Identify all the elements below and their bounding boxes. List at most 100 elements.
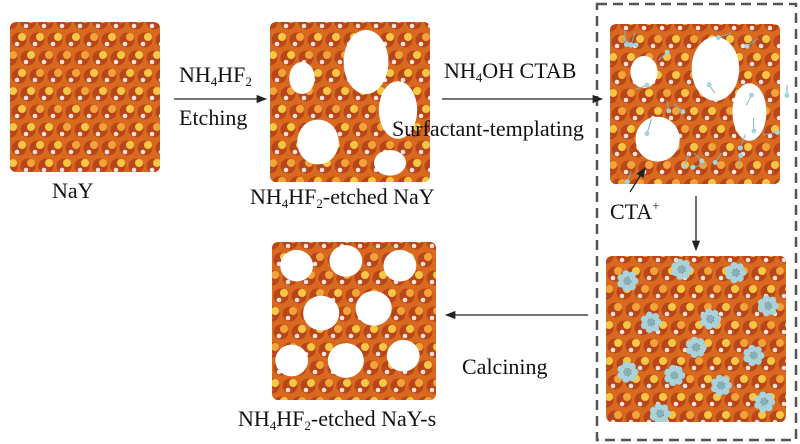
cage-node	[773, 34, 780, 50]
cta-molecule	[784, 92, 790, 98]
cage-node	[435, 360, 436, 376]
cage-node	[174, 177, 189, 192]
micelle	[754, 391, 776, 413]
mesopore	[374, 150, 406, 176]
label-part: NH	[179, 62, 211, 87]
cage-node	[435, 288, 436, 304]
mesopore	[635, 116, 680, 162]
cage-node	[10, 22, 18, 30]
nay-framework	[10, 22, 189, 192]
label-nay: NaY	[52, 178, 94, 203]
micelle	[617, 270, 639, 292]
calcining-label: Calcining	[462, 354, 548, 379]
cage-node	[156, 177, 171, 192]
cta-molecule	[774, 129, 780, 135]
etching-reagent: NH4HF2	[179, 62, 252, 89]
mesopore	[343, 30, 389, 94]
arrow-cta-pointer	[629, 167, 646, 193]
label-cta: CTA+	[610, 199, 660, 223]
cage-node	[138, 177, 153, 192]
cta-molecule	[624, 179, 630, 185]
cage-node	[12, 177, 27, 192]
cage-node	[434, 177, 449, 192]
cage-node	[174, 141, 189, 156]
cta-molecule	[623, 42, 629, 48]
cage-node	[424, 22, 430, 30]
cage-node	[606, 256, 614, 264]
cage-node	[454, 289, 469, 304]
etching-label: Etching	[179, 105, 248, 130]
label-sub: 4	[475, 70, 483, 85]
templating-reagent: NH4OH CTAB	[444, 58, 576, 85]
cta-molecule	[666, 108, 672, 114]
label-sub: 2	[304, 418, 311, 433]
cage-node	[788, 339, 800, 354]
cage-node	[165, 159, 180, 174]
label-part: -etched NaY	[322, 184, 435, 209]
cage-node	[435, 324, 436, 340]
cage-node	[454, 325, 469, 340]
cage-node	[773, 142, 780, 158]
label-part: CTA	[610, 199, 653, 224]
cage-node	[30, 177, 45, 192]
cage-node	[270, 22, 278, 30]
cage-node	[778, 256, 786, 264]
label-sub: 2	[316, 196, 323, 211]
cage-node	[454, 397, 469, 412]
cage-node	[445, 235, 460, 250]
label-part: NH	[444, 58, 476, 83]
cage-node	[102, 177, 117, 192]
label-sup: +	[652, 198, 660, 213]
dashed-frame	[595, 2, 798, 442]
cta-molecule	[712, 160, 718, 166]
cage-node	[424, 158, 430, 174]
label-sub: 2	[245, 74, 252, 89]
mesopore	[691, 36, 740, 101]
micelle	[640, 311, 662, 334]
cta-molecule	[748, 92, 754, 98]
mesopore	[355, 290, 392, 326]
cage-node	[272, 242, 280, 250]
cage-node	[788, 411, 800, 426]
label-sub: 4	[281, 196, 289, 211]
cage-node	[773, 70, 780, 86]
micelle	[757, 295, 779, 317]
cage-node	[610, 24, 618, 32]
cage-node	[155, 140, 160, 156]
label-part: NH	[238, 406, 270, 431]
cage-node	[454, 253, 469, 268]
cta-molecule	[744, 43, 750, 49]
micelle	[743, 344, 765, 367]
cage-node	[146, 22, 160, 30]
cage-node	[445, 343, 460, 358]
cage-node	[424, 50, 430, 66]
micelle	[685, 336, 707, 358]
cage-node	[155, 68, 160, 84]
etched-nay-framework	[270, 22, 449, 192]
cage-node	[788, 267, 800, 282]
micelle	[725, 261, 747, 284]
cta-molecule	[644, 131, 650, 137]
cage-node	[174, 33, 189, 48]
micelle	[700, 308, 722, 330]
mesopore	[732, 83, 767, 141]
cta-molecule	[690, 164, 696, 170]
mesopore	[297, 119, 339, 165]
cage-node	[435, 396, 436, 400]
label-part: HF	[288, 184, 317, 209]
label-part: -etched NaY-s	[310, 406, 437, 431]
cta-molecule	[664, 49, 670, 55]
cage-node	[155, 104, 160, 120]
cta-molecule	[699, 158, 705, 164]
mesopore	[378, 81, 418, 139]
mesopore	[280, 249, 313, 282]
label-part: NH	[250, 184, 282, 209]
cta-molecule	[680, 109, 686, 115]
cage-node	[434, 141, 449, 156]
label-sub: 4	[269, 418, 277, 433]
label-etched-nay: NH4HF2-etched NaY	[250, 184, 435, 211]
mesopore	[383, 249, 417, 282]
cage-node	[155, 32, 160, 48]
cage-node	[435, 252, 436, 268]
